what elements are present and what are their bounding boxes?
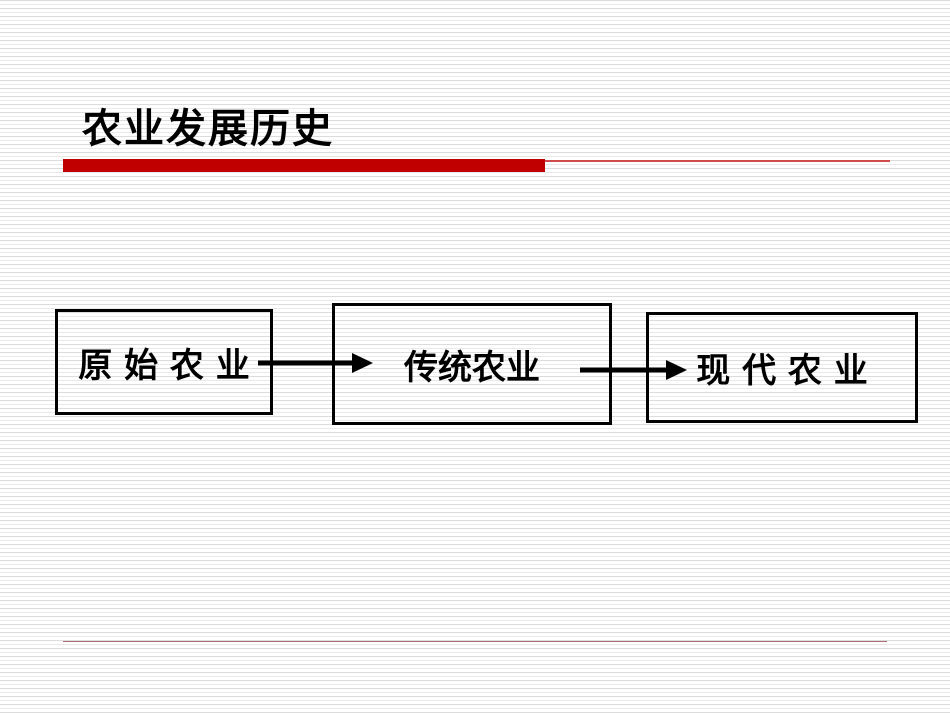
title-accent-bar [63, 159, 545, 172]
node-traditional-agriculture: 传统农业 [332, 303, 612, 425]
slide-title: 农业发展历史 [82, 105, 334, 152]
node-primitive-agriculture: 原 始 农 业 [55, 309, 273, 415]
node-traditional-agriculture-label: 传统农业 [404, 347, 540, 388]
node-modern-agriculture-label: 现 代 农 业 [696, 351, 868, 391]
node-primitive-agriculture-label: 原 始 农 业 [78, 345, 250, 386]
node-modern-agriculture: 现 代 农 业 [646, 312, 918, 423]
footer-divider [63, 641, 887, 642]
